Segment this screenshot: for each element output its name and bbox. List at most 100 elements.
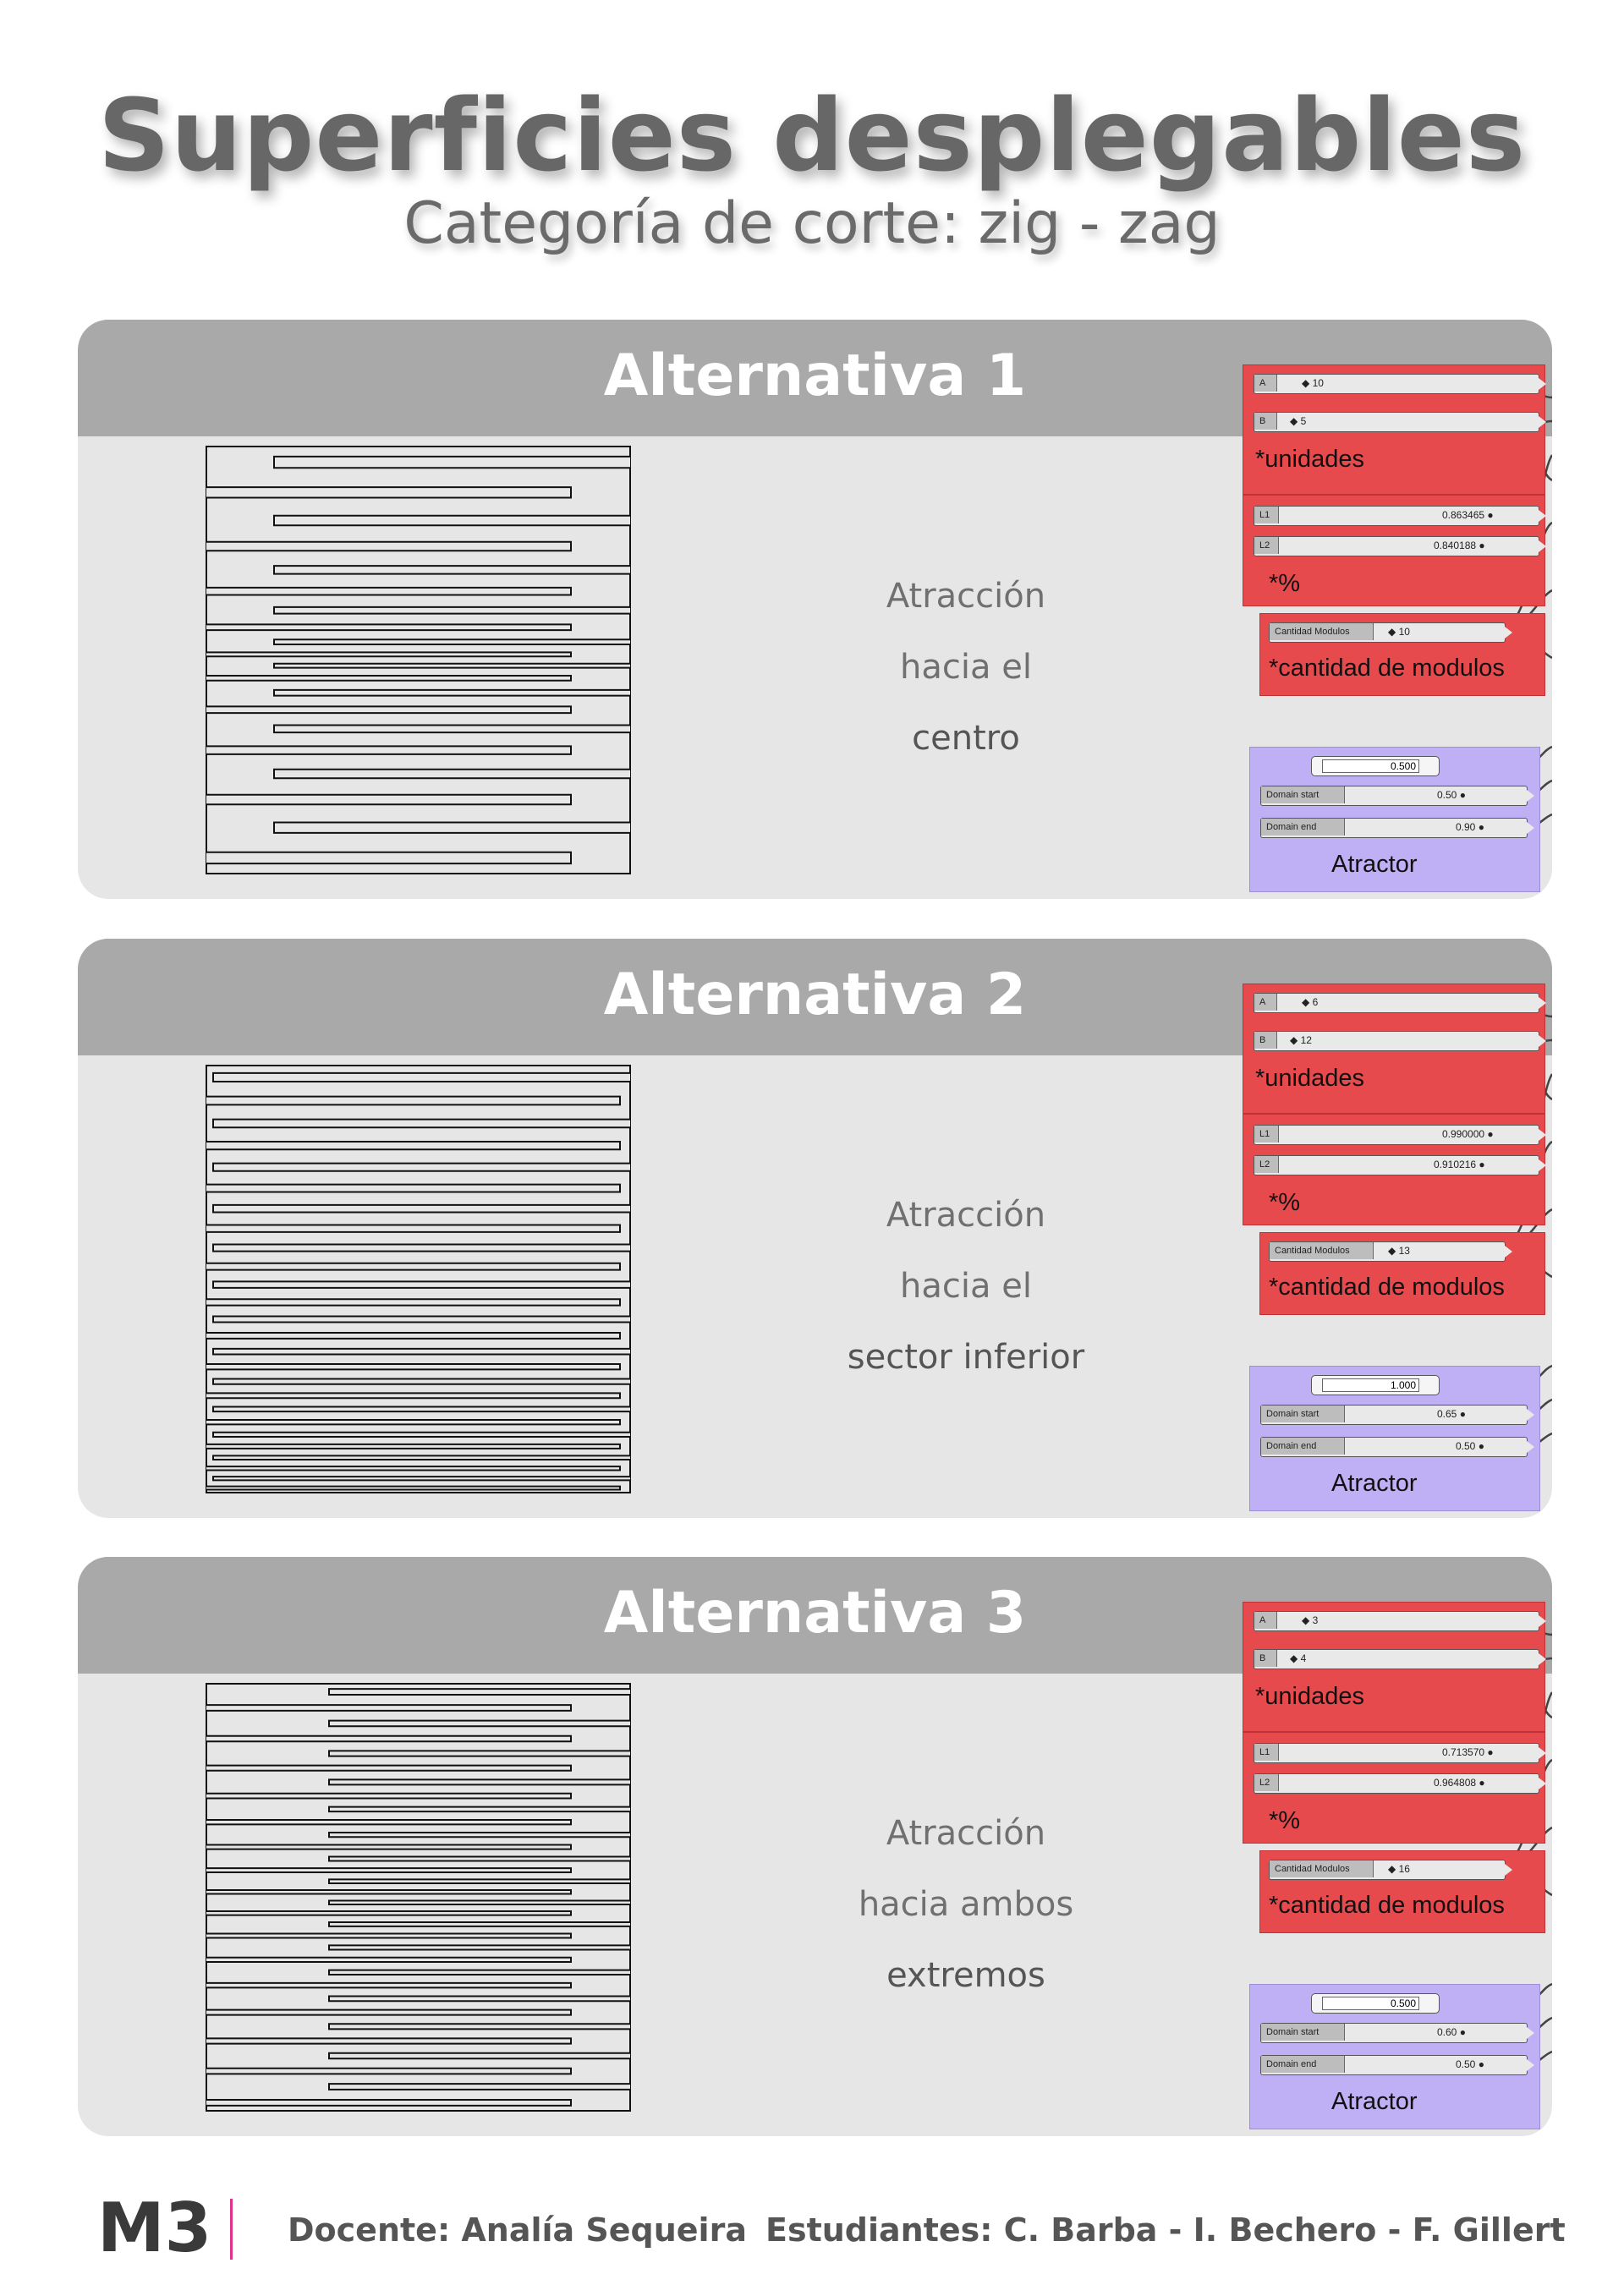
cut-slit: [206, 1818, 572, 1826]
slider-a-arrow: [1539, 378, 1546, 390]
slider-l1-arrow: [1539, 1747, 1546, 1759]
slider-domain-end-tag: Domain end: [1261, 1438, 1345, 1455]
cut-slit: [206, 1844, 572, 1850]
description-line-3: centro: [912, 719, 1020, 758]
description-line-3: extremos: [886, 1956, 1045, 1995]
cut-slit: [273, 606, 630, 615]
slider-a[interactable]: A ◆ 10: [1254, 374, 1546, 394]
page-title: Superficies desplegables: [97, 77, 1527, 194]
cut-slit: [328, 1899, 630, 1905]
slider-modules[interactable]: Cantidad Modulos◆ 16: [1269, 1860, 1512, 1880]
slider-domain-end-arrow: [1527, 1441, 1534, 1453]
cut-slit: [206, 1419, 621, 1426]
cut-slit: [206, 1792, 572, 1800]
cut-slit: [206, 1443, 621, 1449]
slider-b-value: ◆ 12: [1290, 1034, 1312, 1046]
cut-slit: [328, 1969, 630, 1976]
cut-slit: [206, 793, 572, 806]
cut-slit: [328, 1995, 630, 2003]
slider-b-value: ◆ 5: [1290, 415, 1307, 427]
attractor-knob[interactable]: 1.000: [1311, 1375, 1440, 1395]
cut-slit: [328, 1719, 630, 1728]
cut-slit: [206, 2098, 572, 2107]
slider-l1-value: 0.990000 ●: [1442, 1128, 1494, 1140]
percent-label: *%: [1269, 570, 1301, 597]
slider-a-value: ◆ 10: [1302, 377, 1324, 389]
slider-b-arrow: [1539, 416, 1546, 428]
attractor-knob[interactable]: 0.500: [1311, 756, 1440, 776]
alternative-panel-1: Alternativa 1 Atracción hacia el centro …: [78, 320, 1552, 899]
footer-separator: [230, 2199, 233, 2260]
slider-a-value: ◆ 6: [1302, 996, 1319, 1008]
units-group: A ◆ 3 B◆ 4 *unidades: [1243, 1602, 1546, 1732]
slider-modules[interactable]: Cantidad Modulos◆ 13: [1269, 1241, 1512, 1262]
slider-a-value: ◆ 3: [1302, 1614, 1319, 1626]
slider-a-tag: A: [1254, 375, 1277, 392]
modules-group: Cantidad Modulos◆ 10*cantidad de modulos: [1259, 613, 1545, 696]
slider-l2-tag: L2: [1254, 1774, 1279, 1791]
panel-title: Alternativa 1: [603, 342, 1027, 409]
cut-slit: [206, 2037, 572, 2045]
slider-b[interactable]: B ◆ 12: [1254, 1031, 1546, 1051]
sheet-outline: [206, 1683, 631, 2112]
cut-slit: [328, 1688, 630, 1696]
cut-slit: [212, 1431, 630, 1438]
description-line-2: hacia el: [900, 1267, 1032, 1306]
description: Atracción hacia ambos extremos: [754, 1798, 1177, 2011]
slider-a-arrow: [1539, 997, 1546, 1009]
slider-domain-end[interactable]: Domain end 0.50 ●: [1260, 1437, 1534, 1457]
slider-modules-value: ◆ 16: [1388, 1863, 1410, 1875]
cut-slit: [206, 1183, 621, 1193]
slider-l1-arrow: [1539, 1129, 1546, 1141]
slider-a-tag: A: [1254, 1612, 1277, 1629]
cut-slit: [328, 1778, 630, 1786]
cut-slit: [328, 1921, 630, 1927]
slider-modules-arrow: [1505, 627, 1512, 638]
slider-b-tag: B: [1254, 413, 1277, 430]
units-label: *unidades: [1255, 1683, 1364, 1710]
slider-domain-start-tag: Domain start: [1261, 786, 1345, 803]
units-label: *unidades: [1255, 1065, 1364, 1092]
attractor-knob[interactable]: 0.500: [1311, 1993, 1440, 2014]
cut-slit: [212, 1406, 630, 1413]
cut-slit: [328, 1750, 630, 1757]
slider-modules[interactable]: Cantidad Modulos◆ 10: [1269, 622, 1512, 643]
cut-slit: [328, 2052, 630, 2060]
slider-a[interactable]: A ◆ 3: [1254, 1611, 1546, 1631]
slider-b-tag: B: [1254, 1032, 1277, 1049]
alternative-panel-3: Alternativa 3 Atracción hacia ambos extr…: [78, 1557, 1552, 2136]
module-code: M3: [97, 2189, 212, 2267]
slider-domain-end-value: 0.50 ●: [1456, 1440, 1484, 1452]
attractor-label: Atractor: [1331, 851, 1418, 878]
slider-b[interactable]: B ◆ 5: [1254, 412, 1546, 432]
cut-slit: [206, 1262, 621, 1271]
description-line-3: sector inferior: [847, 1338, 1085, 1377]
cut-slit: [273, 768, 630, 780]
slider-b[interactable]: B◆ 4: [1254, 1649, 1546, 1669]
cut-slit: [206, 705, 572, 715]
cut-slit: [206, 540, 572, 552]
slider-modules-arrow: [1505, 1864, 1512, 1876]
slider-l2-value: 0.910216 ●: [1434, 1159, 1485, 1170]
slider-a[interactable]: A◆ 6: [1254, 993, 1546, 1013]
cut-slit: [206, 586, 572, 596]
slider-domain-end-value: 0.50 ●: [1456, 2058, 1484, 2070]
cut-slit: [212, 1455, 630, 1461]
modules-group: Cantidad Modulos◆ 13*cantidad de modulos: [1259, 1232, 1545, 1315]
